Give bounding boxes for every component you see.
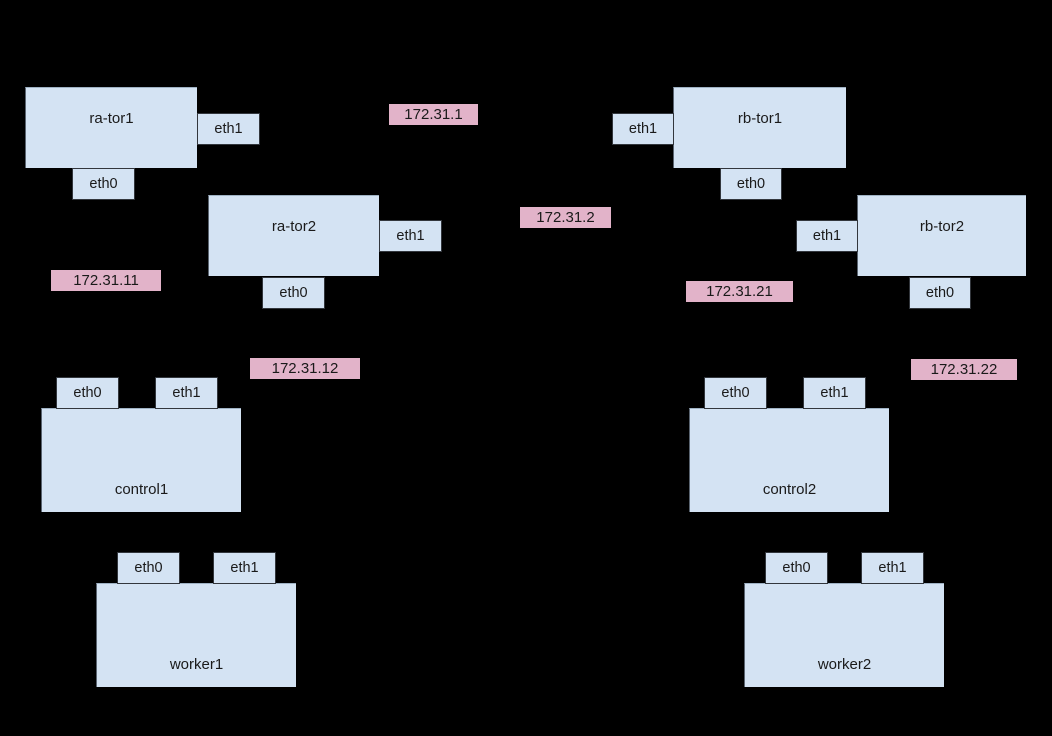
node-label-rb-tor1: rb-tor1 — [737, 110, 783, 128]
node-control1[interactable]: control1 — [41, 408, 241, 512]
node-label-rb-tor2: rb-tor2 — [919, 218, 965, 236]
node-control2[interactable]: control2 — [689, 408, 889, 512]
interface-rb-tor2-eth1[interactable]: eth1 — [796, 220, 858, 252]
node-label-ra-tor2: ra-tor2 — [271, 218, 317, 236]
interface-control1-eth0[interactable]: eth0 — [56, 377, 119, 409]
interface-worker2-eth0[interactable]: eth0 — [765, 552, 828, 584]
interface-ra-tor1-eth1[interactable]: eth1 — [197, 113, 260, 145]
ip-label-ip-172-31-22: 172.31.22 — [911, 359, 1017, 380]
interface-rb-tor1-eth0[interactable]: eth0 — [720, 168, 782, 200]
interface-rb-tor2-eth0[interactable]: eth0 — [909, 277, 971, 309]
node-ra-tor2[interactable]: ra-tor2 — [208, 195, 379, 276]
interface-worker1-eth1[interactable]: eth1 — [213, 552, 276, 584]
node-label-control2: control2 — [762, 481, 817, 498]
node-rb-tor1[interactable]: rb-tor1 — [673, 87, 846, 168]
interface-control2-eth0[interactable]: eth0 — [704, 377, 767, 409]
interface-control1-eth1[interactable]: eth1 — [155, 377, 218, 409]
ip-label-ip-172-31-12: 172.31.12 — [250, 358, 360, 379]
node-label-worker1: worker1 — [169, 656, 224, 673]
interface-ra-tor2-eth1[interactable]: eth1 — [379, 220, 442, 252]
interface-ra-tor1-eth0[interactable]: eth0 — [72, 168, 135, 200]
interface-rb-tor1-eth1[interactable]: eth1 — [612, 113, 674, 145]
node-label-control1: control1 — [114, 481, 169, 498]
node-rb-tor2[interactable]: rb-tor2 — [857, 195, 1026, 276]
interface-worker2-eth1[interactable]: eth1 — [861, 552, 924, 584]
node-ra-tor1[interactable]: ra-tor1 — [25, 87, 197, 168]
ip-label-ip-172-31-21: 172.31.21 — [686, 281, 793, 302]
interface-ra-tor2-eth0[interactable]: eth0 — [262, 277, 325, 309]
node-label-worker2: worker2 — [817, 656, 872, 673]
ip-label-ip-172-31-1: 172.31.1 — [389, 104, 478, 125]
node-label-ra-tor1: ra-tor1 — [89, 110, 134, 128]
interface-worker1-eth0[interactable]: eth0 — [117, 552, 180, 584]
node-worker1[interactable]: worker1 — [96, 583, 296, 687]
node-worker2[interactable]: worker2 — [744, 583, 944, 687]
interface-control2-eth1[interactable]: eth1 — [803, 377, 866, 409]
ip-label-ip-172-31-2: 172.31.2 — [520, 207, 611, 228]
ip-label-ip-172-31-11: 172.31.11 — [51, 270, 161, 291]
